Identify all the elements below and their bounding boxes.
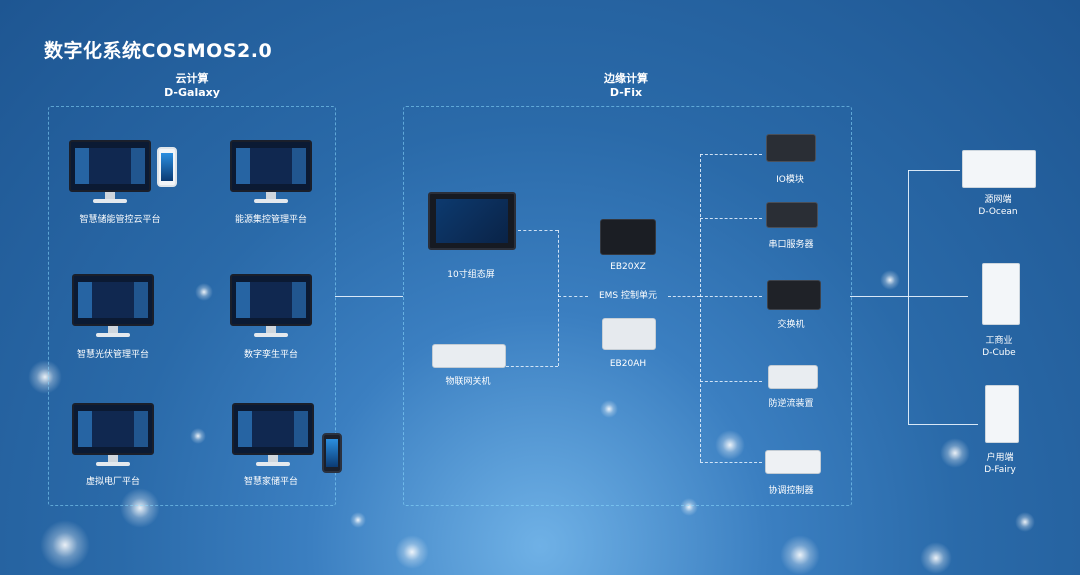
target-label-en: D-Cube <box>982 348 1016 358</box>
serial-server-icon <box>766 202 818 228</box>
glow-dot <box>395 535 429 569</box>
io-module-icon <box>766 134 816 162</box>
monitor-icon <box>69 140 151 206</box>
platform-label: 智慧家储平台 <box>243 477 299 487</box>
edge-title-cn: 边缘计算 <box>604 72 648 85</box>
coordinator-icon <box>765 450 821 474</box>
glow-dot <box>680 498 698 516</box>
glow-dot <box>120 488 160 528</box>
cloud-title-en: D-Galaxy <box>164 86 220 99</box>
device-label: 串口服务器 <box>768 240 814 250</box>
glow-dot <box>780 535 820 575</box>
target-label-cn: 源网端 <box>984 195 1012 205</box>
page-title: 数字化系统COSMOS2.0 <box>44 40 273 62</box>
cloud-dashed-box <box>48 106 336 506</box>
monitor-icon <box>230 274 312 340</box>
device-label: 交换机 <box>777 320 805 330</box>
glow-dot <box>920 542 952 574</box>
cloud-title-cn: 云计算 <box>175 72 209 85</box>
connector-line <box>908 170 960 171</box>
monitor-icon <box>72 274 154 340</box>
device-label: 防逆流装置 <box>768 399 814 409</box>
phone-icon <box>157 147 177 187</box>
commercial-cabinet-icon <box>982 263 1020 325</box>
platform-label: 数字孪生平台 <box>243 350 299 360</box>
edge-section-title: 边缘计算 D-Fix <box>584 72 668 100</box>
connector-line <box>335 296 403 297</box>
connector-line <box>850 296 908 297</box>
glow-dot <box>1015 512 1035 532</box>
glow-dot <box>28 360 62 394</box>
dashed-bus <box>700 154 701 462</box>
dashed-connector <box>558 296 588 297</box>
device-label: IO模块 <box>776 175 804 185</box>
dashed-connector <box>700 296 762 297</box>
glow-dot <box>600 400 618 418</box>
gateway-icon <box>432 344 506 368</box>
eb20ah-device-icon <box>602 318 656 350</box>
glow-dot <box>40 520 90 570</box>
connector-line <box>908 296 968 297</box>
monitor-icon <box>72 403 154 469</box>
eb20ah-label: EB20AH <box>609 359 647 369</box>
dashed-connector <box>700 218 762 219</box>
screen-label: 10寸组态屏 <box>447 270 495 280</box>
target-label-en: D-Fairy <box>984 465 1016 475</box>
gateway-label: 物联网关机 <box>445 377 491 387</box>
connector-line <box>908 424 978 425</box>
dashed-connector <box>558 230 559 366</box>
device-label: 协调控制器 <box>768 486 814 496</box>
target-label-en: D-Ocean <box>978 207 1018 217</box>
connector-line <box>908 170 909 424</box>
switch-icon <box>767 280 821 310</box>
dashed-connector <box>668 296 700 297</box>
anti-backflow-icon <box>768 365 818 389</box>
platform-label: 虚拟电厂平台 <box>85 477 141 487</box>
cloud-section-title: 云计算 D-Galaxy <box>150 72 234 100</box>
target-label-cn: 工商业 <box>985 336 1013 346</box>
monitor-icon <box>232 403 314 469</box>
dashed-connector <box>700 462 762 463</box>
dashed-connector <box>700 381 762 382</box>
eb20xz-device-icon <box>600 219 656 255</box>
glow-dot <box>880 270 900 290</box>
dashed-connector <box>518 230 558 231</box>
touch-screen-icon <box>428 192 516 250</box>
glow-dot <box>195 283 213 301</box>
residential-battery-icon <box>985 385 1019 443</box>
grid-storage-icon <box>962 150 1036 188</box>
glow-dot <box>190 428 206 444</box>
ems-label: EMS 控制单元 <box>598 291 658 301</box>
dashed-connector <box>700 154 762 155</box>
dashed-connector <box>506 366 558 367</box>
phone-icon <box>322 433 342 473</box>
monitor-icon <box>230 140 312 206</box>
target-label-cn: 户用端 <box>986 453 1014 463</box>
edge-title-en: D-Fix <box>609 86 643 99</box>
glow-dot <box>940 438 970 468</box>
platform-label: 智慧储能管控云平台 <box>79 215 161 225</box>
glow-dot <box>715 430 745 460</box>
platform-label: 智慧光伏管理平台 <box>76 350 150 360</box>
eb20xz-label: EB20XZ <box>610 262 646 272</box>
glow-dot <box>350 512 366 528</box>
edge-dashed-box <box>403 106 852 506</box>
platform-label: 能源集控管理平台 <box>234 215 308 225</box>
